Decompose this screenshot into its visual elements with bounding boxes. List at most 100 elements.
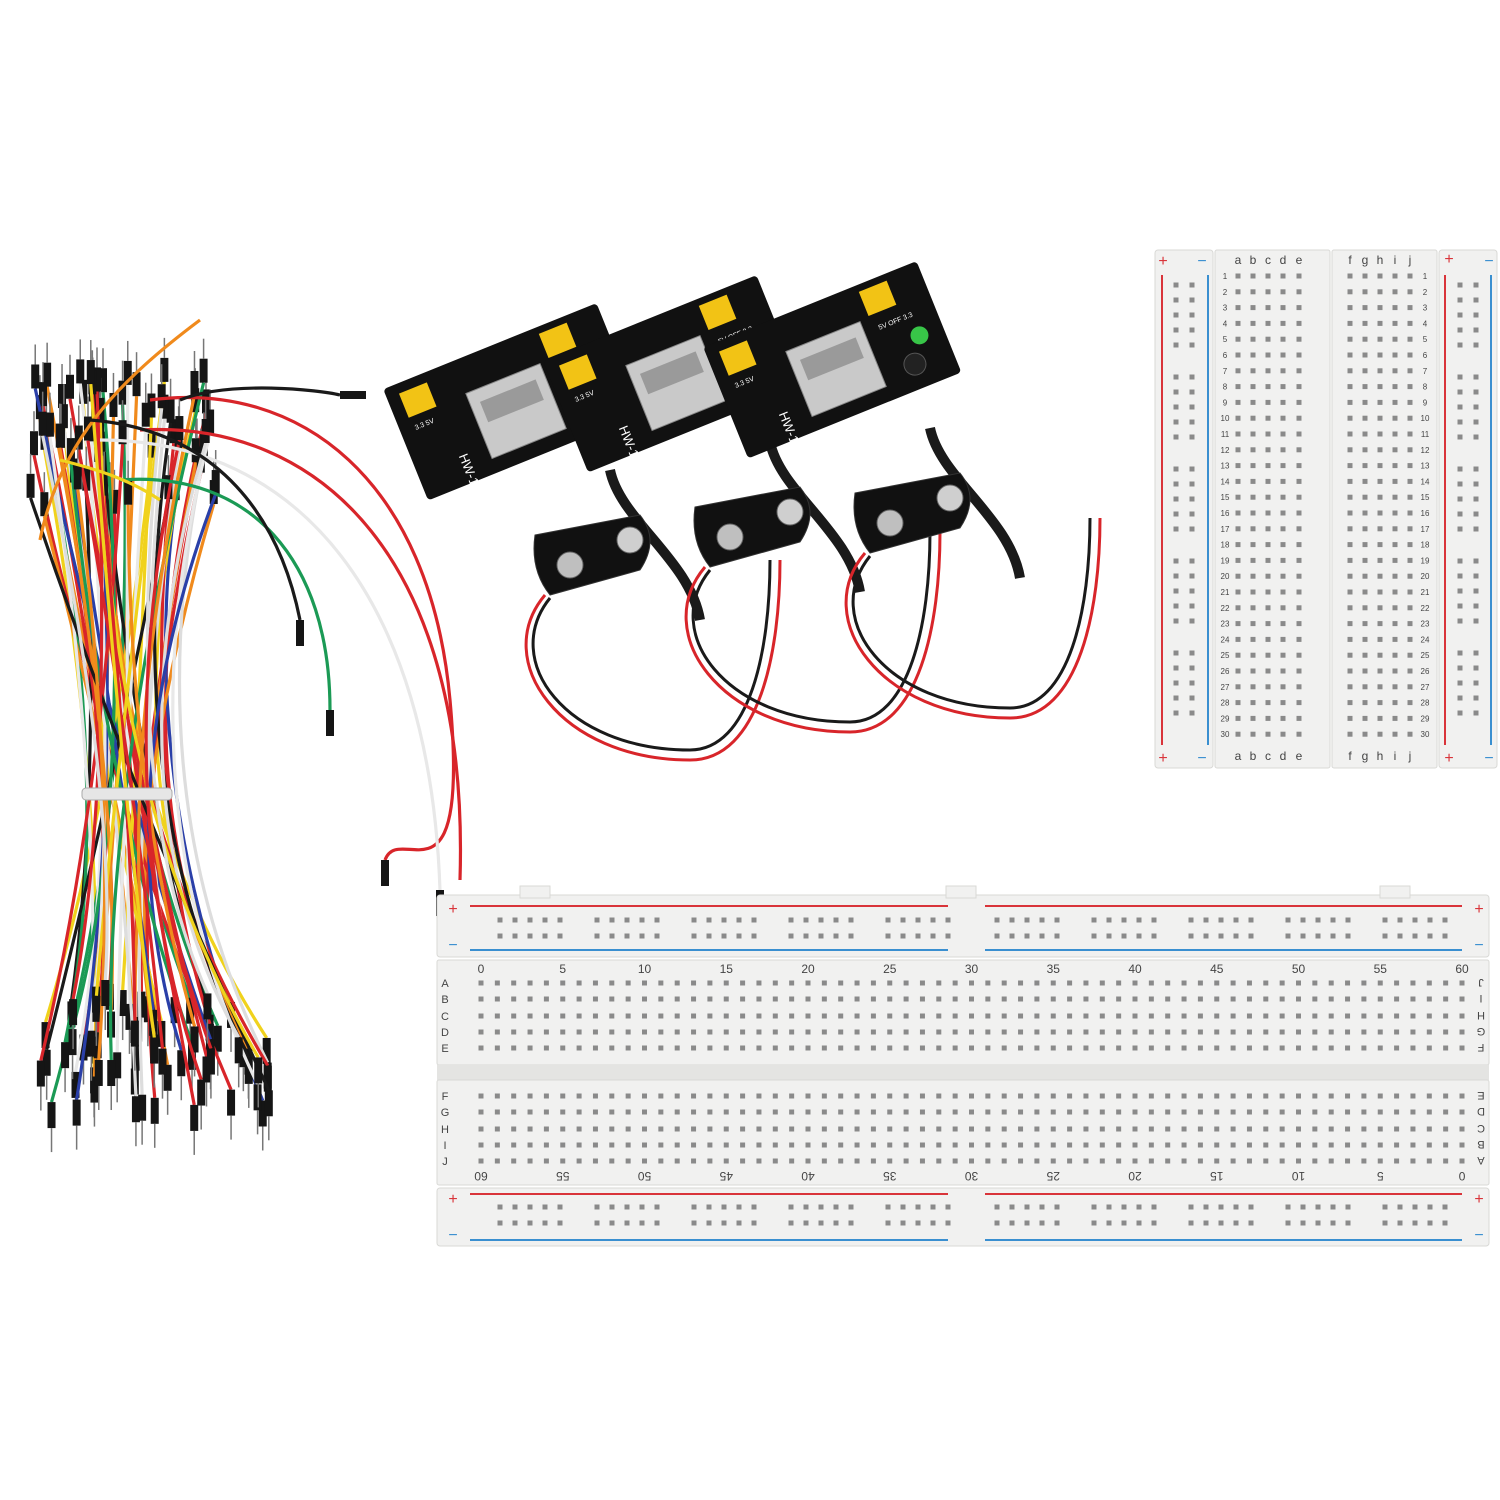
breadboard-hole bbox=[609, 1045, 615, 1051]
breadboard-hole bbox=[870, 1013, 876, 1019]
breadboard-hole bbox=[1392, 557, 1398, 563]
breadboard-hole bbox=[707, 1093, 713, 1099]
breadboard-hole bbox=[1165, 1013, 1171, 1019]
rail-hole bbox=[609, 1204, 615, 1210]
rail-hole bbox=[1457, 710, 1463, 716]
rail-hole bbox=[1189, 558, 1195, 564]
breadboard-hole bbox=[674, 1093, 680, 1099]
rail-hole bbox=[833, 917, 839, 923]
breadboard-hole bbox=[1392, 684, 1398, 690]
breadboard-hole bbox=[642, 980, 647, 986]
breadboard-hole bbox=[1362, 652, 1368, 658]
rail-hole bbox=[1173, 496, 1179, 502]
rail-hole bbox=[1091, 1204, 1097, 1210]
breadboard-hole bbox=[1328, 996, 1334, 1002]
rail-hole bbox=[1248, 933, 1254, 939]
breadboard-hole bbox=[1328, 1142, 1334, 1148]
breadboard-hole bbox=[1067, 1126, 1073, 1132]
breadboard-hole bbox=[1116, 980, 1122, 986]
breadboard-hole bbox=[1050, 1029, 1056, 1035]
breadboard-hole bbox=[1426, 1158, 1432, 1164]
breadboard-hole bbox=[494, 1029, 500, 1035]
breadboard-hole bbox=[1018, 980, 1024, 986]
row-letter-label: F bbox=[1477, 1041, 1484, 1053]
breadboard-hole bbox=[1347, 399, 1353, 405]
rail-hole bbox=[1300, 933, 1306, 939]
breadboard-hole bbox=[1099, 1126, 1105, 1132]
rail-hole bbox=[1173, 342, 1179, 348]
large-rail-minus-top-right: − bbox=[1474, 937, 1483, 954]
breadboard-hole bbox=[609, 1013, 615, 1019]
rail-hole bbox=[1345, 1220, 1351, 1226]
breadboard-hole bbox=[560, 1029, 566, 1035]
breadboard-hole bbox=[1345, 996, 1351, 1002]
breadboard-hole bbox=[1362, 336, 1368, 342]
wire-connector-pin bbox=[69, 999, 78, 1026]
breadboard-hole bbox=[854, 1013, 860, 1019]
breadboard-hole bbox=[1347, 684, 1353, 690]
large-top-rail bbox=[436, 894, 1490, 958]
rail-hole bbox=[1457, 481, 1463, 487]
rail-hole bbox=[1203, 1220, 1209, 1226]
breadboard-hole bbox=[494, 1126, 500, 1132]
breadboard-hole bbox=[1067, 1142, 1073, 1148]
breadboard-hole bbox=[1280, 431, 1286, 437]
breadboard-hole bbox=[609, 1029, 615, 1035]
breadboard-hole bbox=[936, 1109, 942, 1115]
breadboard-hole bbox=[1407, 352, 1413, 358]
breadboard-hole bbox=[674, 1109, 680, 1115]
breadboard-hole bbox=[1067, 1158, 1073, 1164]
large-main-lower bbox=[436, 1079, 1490, 1186]
rail-hole bbox=[1382, 1204, 1388, 1210]
wire-connector-pin bbox=[124, 480, 133, 505]
breadboard-hole bbox=[1347, 273, 1353, 279]
rail-hole bbox=[1457, 374, 1463, 380]
breadboard-hole bbox=[1265, 621, 1271, 627]
wire-connector-pin bbox=[130, 1020, 139, 1047]
breadboard-hole bbox=[1362, 684, 1368, 690]
breadboard-hole bbox=[1280, 668, 1286, 674]
breadboard-hole bbox=[1230, 996, 1236, 1002]
breadboard-hole bbox=[936, 1158, 942, 1164]
breadboard-hole bbox=[1410, 1158, 1416, 1164]
jumper-wire bbox=[39, 444, 125, 1061]
breadboard-hole bbox=[1407, 320, 1413, 326]
breadboard-hole bbox=[1235, 621, 1241, 627]
wire-connector-pin bbox=[100, 471, 109, 496]
rail-hole bbox=[751, 917, 757, 923]
rail-hole bbox=[1039, 1204, 1045, 1210]
rail-hole bbox=[1233, 1220, 1239, 1226]
rail-hole bbox=[557, 1204, 563, 1210]
breadboard-hole bbox=[592, 996, 598, 1002]
breadboard-hole bbox=[1181, 1029, 1187, 1035]
breadboard-hole bbox=[592, 1013, 598, 1019]
breadboard-hole bbox=[1246, 1029, 1252, 1035]
breadboard-hole bbox=[756, 980, 762, 986]
breadboard-hole bbox=[1250, 289, 1256, 295]
wire-connector-pin bbox=[213, 1025, 222, 1052]
rail-hole bbox=[1173, 466, 1179, 472]
row-number-label: 16 bbox=[1421, 509, 1430, 518]
breadboard-hole bbox=[1001, 980, 1007, 986]
breadboard-hole bbox=[805, 1093, 811, 1099]
rail-hole bbox=[557, 1220, 563, 1226]
breadboard-hole bbox=[1296, 589, 1302, 595]
breadboard-hole bbox=[1279, 996, 1285, 1002]
column-label-b-top: b bbox=[1250, 253, 1257, 267]
breadboard-hole bbox=[1328, 1093, 1334, 1099]
breadboard-hole bbox=[494, 1045, 500, 1051]
rail-hole bbox=[1442, 1204, 1448, 1210]
rail-hole bbox=[1345, 1204, 1351, 1210]
breadboard-hole bbox=[1250, 399, 1256, 405]
row-number-label: 2 bbox=[1223, 288, 1228, 297]
breadboard-hole bbox=[985, 1142, 991, 1148]
breadboard-hole bbox=[1296, 573, 1302, 579]
wire-connector-pin bbox=[36, 1060, 45, 1087]
breadboard-hole bbox=[1392, 478, 1398, 484]
breadboard-hole bbox=[887, 1013, 893, 1019]
breadboard-hole bbox=[952, 1142, 958, 1148]
battery-snap-terminal bbox=[716, 523, 744, 551]
rail-hole bbox=[818, 933, 824, 939]
wire-connector-pin bbox=[118, 420, 127, 445]
